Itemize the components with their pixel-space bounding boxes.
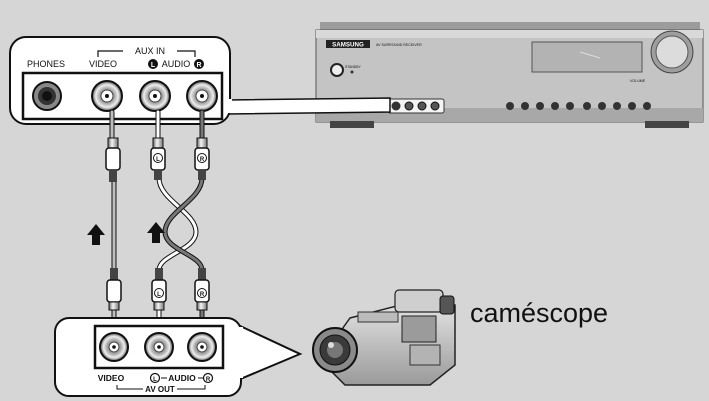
model-text: AV SURROUND RECEIVER [376,43,422,47]
receiver-phones-jack[interactable] [391,101,401,111]
aux-in-label: AUX IN [135,46,165,56]
front-button[interactable] [643,102,651,110]
front-button[interactable] [598,102,606,110]
av-out-callout: VIDEO L AUDIO R AV OUT [54,317,303,397]
receiver-audio-l-jack[interactable] [417,101,427,111]
brand-logo: SAMSUNG [332,42,364,49]
audio-left-badge: L [151,62,156,69]
receiver-audio-r-jack[interactable] [430,101,440,111]
plug-letter: R [200,292,205,298]
plug-letter: R [200,157,205,163]
audio-left-badge-circle [148,59,158,69]
aux-in-callout: AUX IN PHONES VIDEO L AUDIO R [9,36,391,125]
front-buttons [506,102,651,110]
upper-right-plug: R [194,137,210,180]
camcorder [312,289,456,386]
av-out-right-badge: R [206,377,211,383]
av-out-label: AV OUT [145,385,175,394]
audio-left-jack[interactable] [139,80,171,112]
upper-left-plug: L [150,137,166,180]
brand-plate [326,40,370,48]
lower-video-plug [106,268,122,311]
audio-right-jack[interactable] [186,80,218,112]
upper-video-plug [105,137,121,182]
av-out-audio-left-jack[interactable] [144,332,174,362]
lower-left-plug: L [151,268,167,311]
front-button[interactable] [506,102,514,110]
av-out-video-jack[interactable] [99,332,129,362]
front-button[interactable] [613,102,621,110]
camcorder-handle [394,289,444,313]
video-label: VIDEO [89,59,117,69]
receiver-video-jack[interactable] [404,101,414,111]
front-button[interactable] [628,102,636,110]
callout-pointer [227,97,391,115]
callout-pointer [237,323,303,382]
camcorder-lcd [401,315,437,343]
audio-label: AUDIO [162,59,191,69]
front-button[interactable] [583,102,591,110]
audio-right-badge: R [196,62,201,69]
phones-label: PHONES [27,59,65,69]
camcorder-label: caméscope [470,298,609,328]
plug-letter: L [157,292,161,298]
front-button[interactable] [551,102,559,110]
av-out-left-badge: L [153,377,157,383]
plug-letter: L [156,157,160,163]
video-jack[interactable] [91,80,123,112]
audio-right-badge-circle [194,59,204,69]
camcorder-viewfinder [439,295,455,315]
up-arrow-icon [87,224,105,245]
av-out-audio-right-jack[interactable] [187,332,217,362]
av-out-audio-label: AUDIO [168,373,196,383]
front-button[interactable] [566,102,574,110]
receiver-foot-left [330,121,374,128]
standby-label: STANDBY [345,65,362,69]
av-out-video-label: VIDEO [98,373,125,383]
power-button[interactable] [330,63,344,77]
up-arrow-icon [147,222,165,243]
front-display [531,41,643,73]
lower-right-plug: R [194,268,210,311]
front-button[interactable] [521,102,529,110]
receiver-foot-right [645,121,689,128]
volume-label: VOLUME [630,79,646,83]
front-button[interactable] [536,102,544,110]
